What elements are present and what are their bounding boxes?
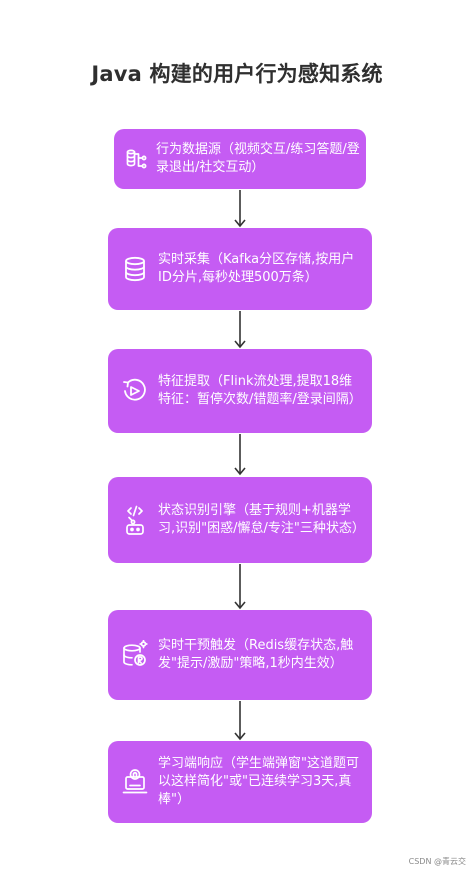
laptop-icon: [122, 768, 148, 796]
node-learning-response: 学习端响应（学生端弹窗"这道题可以这样简化"或"已连续学习3天,真棒"）: [108, 741, 372, 823]
data-source-icon: [124, 146, 150, 172]
node-label: 特征提取（Flink流处理,提取18维特征：暂停次数/错题率/登录间隔）: [158, 374, 362, 407]
flow-arrow: [234, 190, 246, 228]
node-label: 状态识别引擎（基于规则+机器学习,识别"困惑/懈怠/专注"三种状态）: [158, 503, 365, 536]
extract-icon: [122, 378, 148, 404]
database-icon: [122, 256, 148, 282]
watermark: CSDN @青云交: [408, 857, 466, 866]
robot-code-icon: [122, 503, 148, 537]
flow-arrow: [234, 311, 246, 349]
node-label: 实时干预触发（Redis缓存状态,触发"提示/激励"策略,1秒内生效）: [158, 638, 354, 671]
redis-cache-icon: [122, 640, 148, 670]
node-behavior-source: 行为数据源（视频交互/练习答题/登录退出/社交互动）: [114, 129, 366, 189]
node-label: 学习端响应（学生端弹窗"这道题可以这样简化"或"已连续学习3天,真棒"）: [158, 756, 359, 807]
flow-arrow: [234, 564, 246, 610]
flow-arrow: [234, 434, 246, 476]
node-label: 实时采集（Kafka分区存储,按用户ID分片,每秒处理500万条）: [158, 252, 355, 285]
flow-arrow: [234, 701, 246, 741]
node-label: 行为数据源（视频交互/练习答题/登录退出/社交互动）: [156, 142, 360, 175]
node-state-recognition: 状态识别引擎（基于规则+机器学习,识别"困惑/懈怠/专注"三种状态）: [108, 477, 372, 563]
node-realtime-collection: 实时采集（Kafka分区存储,按用户ID分片,每秒处理500万条）: [108, 228, 372, 310]
diagram-title: Java 构建的用户行为感知系统: [91, 62, 383, 86]
node-realtime-intervention: 实时干预触发（Redis缓存状态,触发"提示/激励"策略,1秒内生效）: [108, 610, 372, 700]
node-feature-extraction: 特征提取（Flink流处理,提取18维特征：暂停次数/错题率/登录间隔）: [108, 349, 372, 433]
